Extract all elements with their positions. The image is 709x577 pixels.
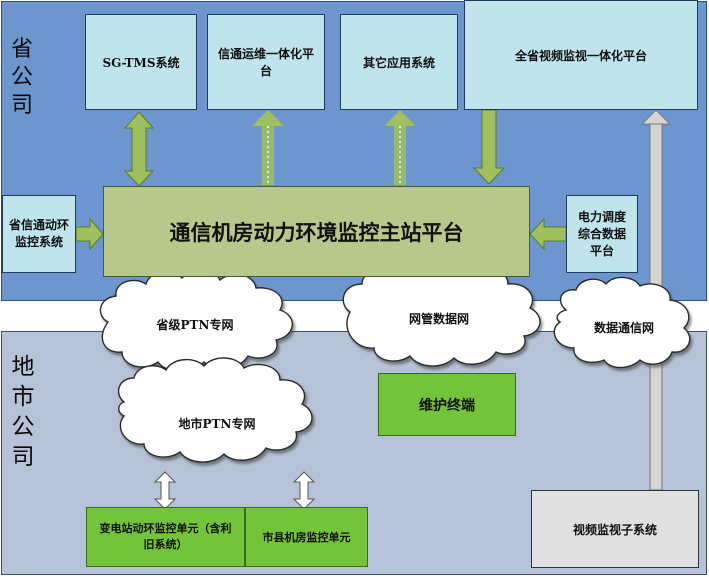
prov-master-arrow — [75, 217, 104, 251]
dispatch-master-arrow — [529, 217, 567, 251]
sg-tms-label: SG-TMS系统 — [102, 55, 180, 70]
master-ops-arrow — [252, 110, 284, 185]
dispatch-data-platform: 电力调度综合数据平台 — [566, 195, 638, 273]
data-comm-cloud — [553, 276, 691, 369]
dispatch-data-label: 电力调度综合数据平台 — [577, 209, 626, 258]
cityptn-substation-arrow — [153, 471, 177, 510]
video-platform: 全省视频监视一体化平台 — [464, 0, 698, 110]
province-region-label: 省公司 — [10, 37, 33, 118]
maintenance-terminal: 维护终端 — [378, 373, 516, 436]
other-apps-label: 其它应用系统 — [362, 55, 435, 70]
video-platform-label: 全省视频监视一体化平台 — [514, 48, 647, 63]
prov-power-env-system: 省信通动环监控系统 — [2, 195, 76, 273]
city-room-unit-label: 市县机房监控单元 — [262, 531, 351, 544]
other-app-systems: 其它应用系统 — [340, 14, 458, 110]
city-ptn-cloud — [117, 357, 313, 463]
prov-power-env-label: 省信通动环监控系统 — [8, 218, 69, 249]
city-room-monitor-unit: 市县机房监控单元 — [245, 507, 368, 567]
sgtms-master-arrow — [123, 111, 155, 187]
video-master-arrow — [472, 109, 506, 185]
ops-platform-label: 信通运维一体化平台 — [218, 47, 315, 78]
city-region-label: 地市公司 — [11, 354, 35, 470]
ops-platform: 信通运维一体化平台 — [207, 14, 325, 110]
sg-tms-system: SG-TMS系统 — [85, 14, 197, 110]
video-subsystem-label: 视频监视子系统 — [572, 522, 657, 537]
master-other-arrow — [384, 110, 416, 185]
master-station-platform: 通信机房动力环境监控主站平台 — [103, 186, 530, 277]
prov-ptn-cloud — [99, 269, 293, 372]
maintenance-label: 维护终端 — [419, 397, 475, 414]
master-station-label: 通信机房动力环境监控主站平台 — [169, 219, 464, 245]
substation-monitor-unit: 变电站动环监控单元（含利旧系统） — [86, 507, 245, 567]
city-ptn-label: 地市PTN专网 — [178, 417, 256, 431]
mgmt-net-label: 网管数据网 — [408, 312, 469, 326]
data-comm-label: 数据通信网 — [593, 321, 654, 335]
video-monitor-subsystem: 视频监视子系统 — [531, 490, 699, 568]
prov-ptn-label: 省级PTN专网 — [156, 318, 234, 332]
cityptn-cityroom-arrow — [292, 471, 316, 510]
substation-unit-label: 变电站动环监控单元（含利旧系统） — [99, 522, 232, 551]
